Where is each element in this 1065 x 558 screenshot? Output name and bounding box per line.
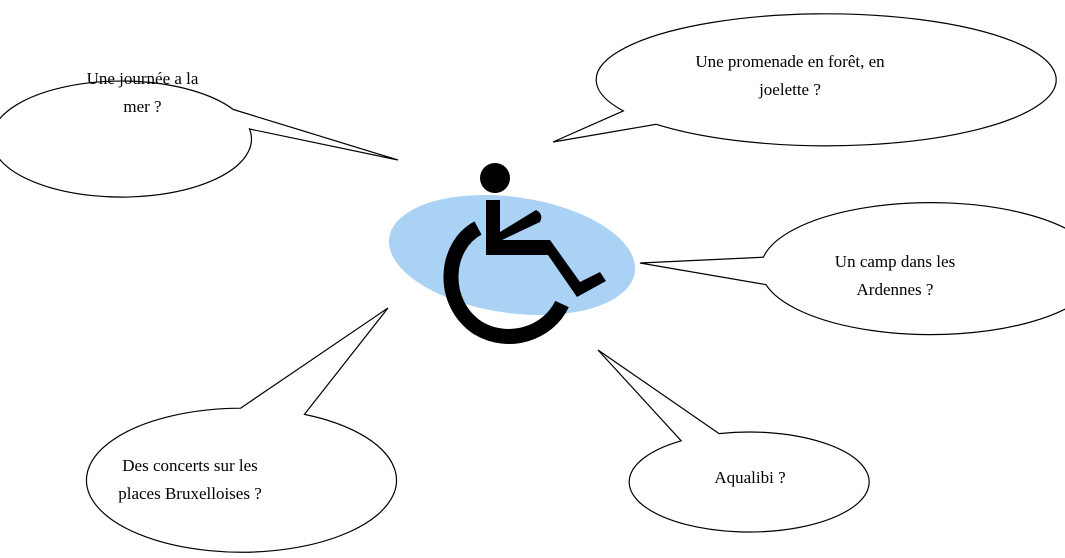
wheelchair-figure xyxy=(443,163,606,344)
bubble-text-mer: Une journée a la mer ? xyxy=(86,69,199,116)
wheelchair-icon xyxy=(388,158,642,348)
bubble-text-concerts: Des concerts sur les places Bruxelloises… xyxy=(118,456,262,503)
speech-bubble-foret xyxy=(552,13,1057,147)
speech-bubble-mer xyxy=(0,80,399,198)
bubble-text-aqualibi: Aqualibi ? xyxy=(714,468,786,487)
wheelchair-wheel xyxy=(443,221,569,344)
speech-bubble-aqualibi xyxy=(597,349,870,533)
bubble-text-foret: Une promenade en forêt, en joelette ? xyxy=(695,52,885,99)
bubble-text-ardennes: Un camp dans les Ardennes ? xyxy=(834,252,956,299)
speech-bubble-concerts xyxy=(85,307,398,553)
speech-bubble-ardennes xyxy=(639,202,1065,336)
wheelchair-body xyxy=(486,200,606,297)
wheelchair-head xyxy=(480,163,510,193)
